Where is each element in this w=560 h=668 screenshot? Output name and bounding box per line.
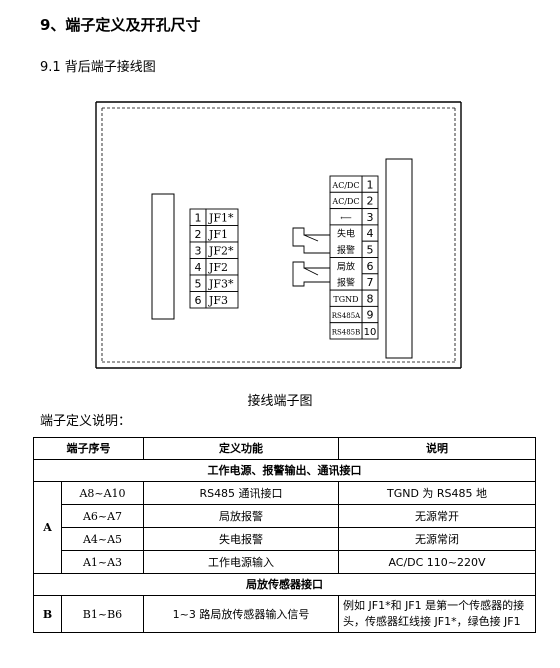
right-terminal-number: 5: [367, 244, 374, 257]
definition-label: 端子定义说明：: [40, 414, 132, 429]
cell-note: AC/DC 110~220V: [338, 550, 536, 574]
cell-function: 失电报警: [143, 527, 339, 551]
pd-alarm-relay-contact: [292, 261, 330, 287]
section-heading: 9、端子定义及开孔尺寸: [40, 16, 201, 34]
right-terminal-number: 7: [367, 276, 374, 289]
cell-note: 无源常开: [338, 504, 536, 528]
right-terminal-label: AC/DC: [331, 181, 359, 190]
cell-code: A1~A3: [61, 550, 144, 574]
header-note: 说明: [338, 437, 536, 460]
cell-code: A6~A7: [61, 504, 144, 528]
subsection-heading: 9.1 背后端子接线图: [40, 60, 156, 75]
terminal-definition-table: 端子序号 定义功能 说明 工作电源、报警输出、通讯接口 A A8~A10 RS4…: [33, 437, 536, 633]
left-terminal-number: 4: [195, 261, 202, 274]
cell-note: TGND 为 RS485 地: [338, 481, 536, 505]
cell-code: B1~B6: [61, 595, 144, 633]
right-terminal-label-cell: [329, 322, 363, 340]
left-terminal-number: 3: [195, 245, 202, 258]
cell-function: 局放报警: [143, 504, 339, 528]
right-terminal-label: 报警: [337, 277, 355, 289]
right-terminal-label: 局放: [337, 260, 355, 272]
header-terminal-no: 端子序号: [33, 437, 144, 460]
table-row: A1~A3 工作电源输入 AC/DC 110~220V: [34, 550, 536, 574]
cell-code: A4~A5: [61, 527, 144, 551]
left-terminal-number: 5: [195, 278, 202, 291]
cell-note: 例如 JF1*和 JF1 是第一个传感器的接头，传感器红线接 JF1*，绿色接 …: [338, 595, 536, 633]
right-connector-body: [385, 158, 413, 359]
table-row: A4~A5 失电报警 无源常闭: [34, 527, 536, 551]
right-terminal-number: 1: [367, 178, 374, 191]
table-row: A6~A7 局放报警 无源常开: [34, 504, 536, 528]
right-terminal-label: 失电: [337, 228, 355, 240]
right-terminal-label: 报警: [337, 244, 355, 256]
right-terminal-number: 3: [367, 211, 374, 224]
right-terminal-label: TGND: [333, 295, 358, 304]
left-terminal-label: JF1*: [208, 212, 234, 225]
section-title-power: 工作电源、报警输出、通讯接口: [33, 459, 536, 482]
left-terminal-number: 1: [195, 212, 202, 225]
cell-function: 工作电源输入: [143, 550, 339, 574]
left-terminal-block: 1 JF1* 2 JF1 3 JF2* 4 JF2 5 JF3* 6 JF3: [189, 208, 239, 309]
section-row-power: 工作电源、报警输出、通讯接口: [33, 459, 536, 482]
right-terminal-number: 10: [364, 327, 377, 338]
right-terminal-label: RS485B: [332, 329, 361, 337]
right-terminal-number: 4: [367, 227, 374, 240]
left-terminal-label-cell: [205, 291, 239, 309]
group-label-b: B: [33, 595, 62, 633]
group-label-a: A: [33, 481, 62, 574]
header-function: 定义功能: [143, 437, 339, 460]
left-connector-body: [151, 193, 175, 320]
left-terminal-label: JF3: [208, 294, 228, 307]
table-header-row: 端子序号 定义功能 说明: [33, 437, 536, 460]
right-terminal-label: AC/DC: [331, 197, 359, 206]
table-row: A A8~A10 RS485 通讯接口 TGND 为 RS485 地: [33, 481, 536, 574]
left-terminal-number: 2: [195, 228, 202, 241]
left-terminal-label: JF2*: [208, 245, 234, 258]
right-terminal-number: 2: [367, 195, 374, 208]
diagram-caption: 接线端子图: [247, 394, 313, 409]
right-terminal-label-cell: [329, 224, 363, 258]
cell-function: RS485 通讯接口: [143, 481, 339, 505]
right-terminal-label: RS485A: [332, 312, 361, 320]
right-terminal-block: 12345678910AC/DCAC/DC⟵失电报警局放报警TGNDRS485A…: [329, 175, 379, 340]
table-row: B B1~B6 1~3 路局放传感器输入信号 例如 JF1*和 JF1 是第一个…: [33, 595, 536, 633]
section-title-sensor: 局放传感器接口: [33, 573, 536, 596]
right-terminal-label: ⟵: [340, 213, 352, 222]
left-terminal-label: JF1: [208, 228, 228, 241]
right-terminal-number: 6: [367, 260, 374, 273]
cell-function: 1~3 路局放传感器输入信号: [143, 595, 339, 633]
power-loss-relay-contact: [292, 227, 330, 254]
left-terminal-label: JF3*: [208, 278, 234, 291]
section-row-sensor: 局放传感器接口: [33, 573, 536, 596]
left-terminal-label: JF2: [208, 261, 228, 274]
right-terminal-number: 8: [367, 292, 374, 305]
cell-note: 无源常闭: [338, 527, 536, 551]
cell-code: A8~A10: [61, 481, 144, 505]
left-terminal-number: 6: [195, 294, 202, 307]
right-terminal-number: 9: [367, 309, 374, 322]
